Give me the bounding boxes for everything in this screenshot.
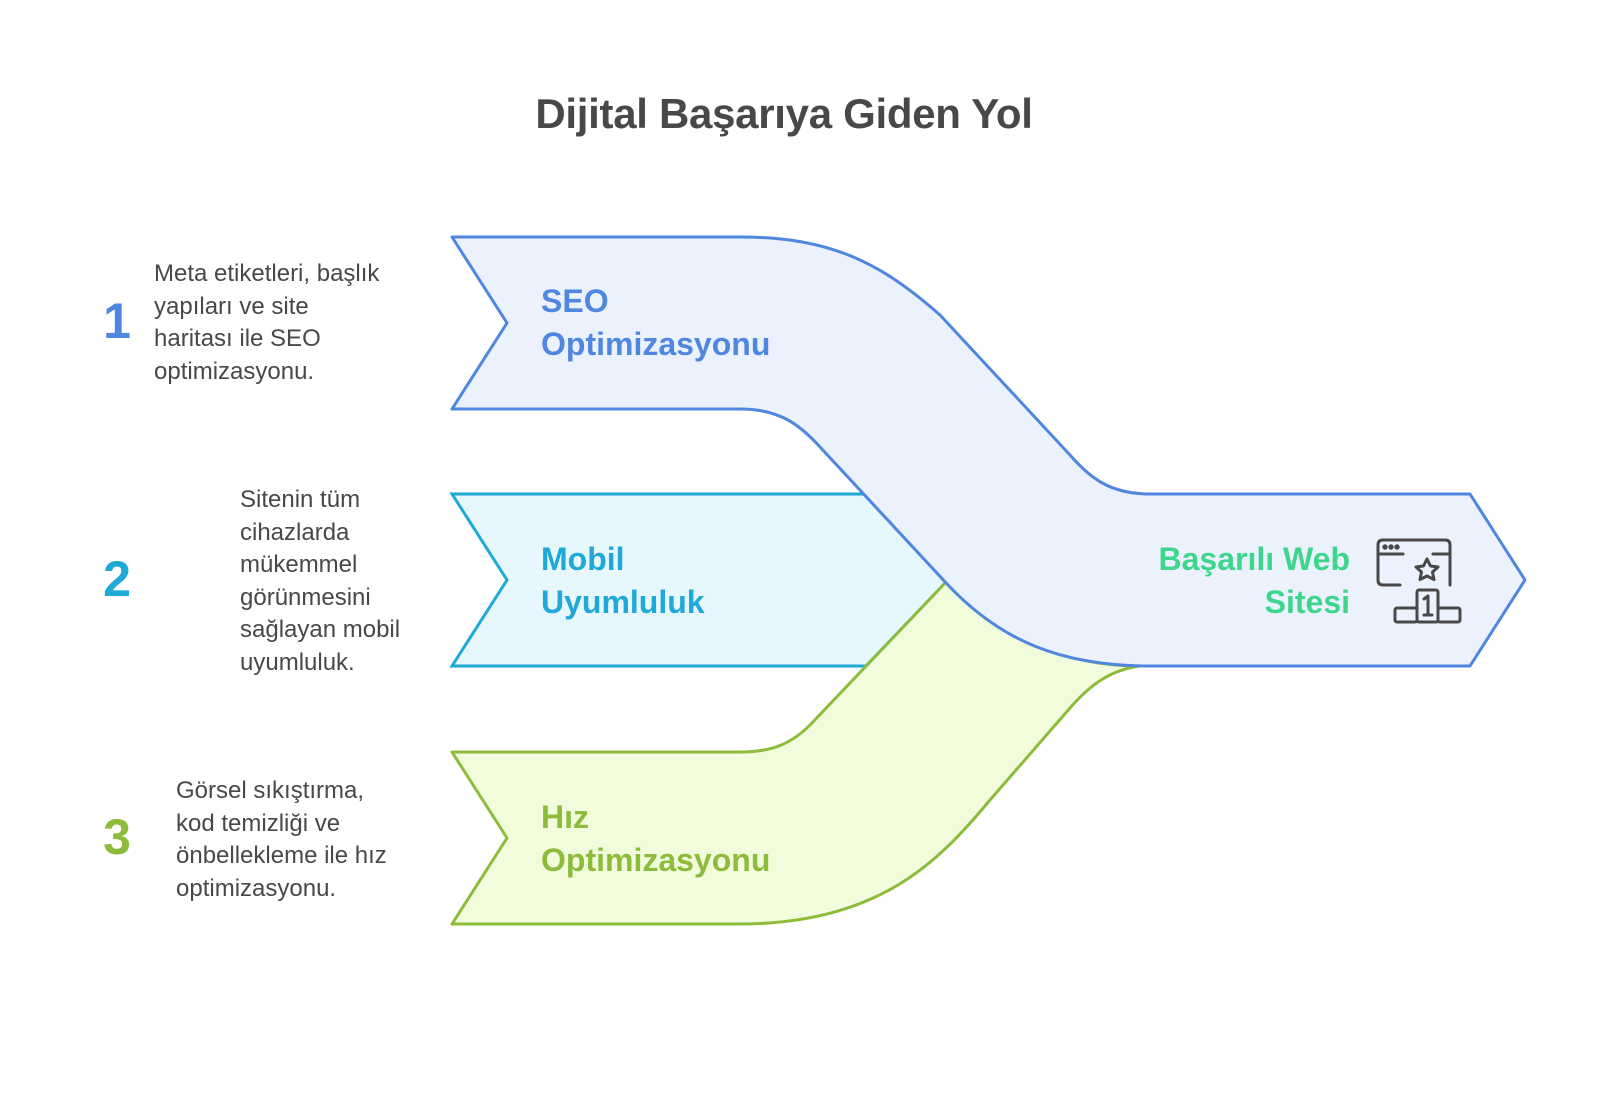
diagram-title: Dijital Başarıya Giden Yol [535,90,1033,137]
step-description-1: Meta etiketleri, başlık yapıları ve site… [154,260,380,385]
band-label-seo: SEO Optimizasyonu [541,283,771,362]
speed-band-shape [450,578,1142,926]
seo-band-shape [450,235,1527,668]
step-description-3: Görsel sıkıştırma, kod temizliği ve önbe… [176,777,387,902]
step-number-2: 2 [103,551,131,607]
step-number-1: 1 [103,293,131,349]
step-description-2: Sitenin tüm cihazlarda mükemmel görünmes… [240,486,401,676]
band-label-mobile: Mobil Uyumluluk [541,541,705,620]
result-label: Başarılı Web Sitesi [1158,541,1350,620]
website-podium-star-icon [1375,537,1465,627]
band-label-speed: Hız Optimizasyonu [541,799,771,878]
step-number-3: 3 [103,809,131,865]
